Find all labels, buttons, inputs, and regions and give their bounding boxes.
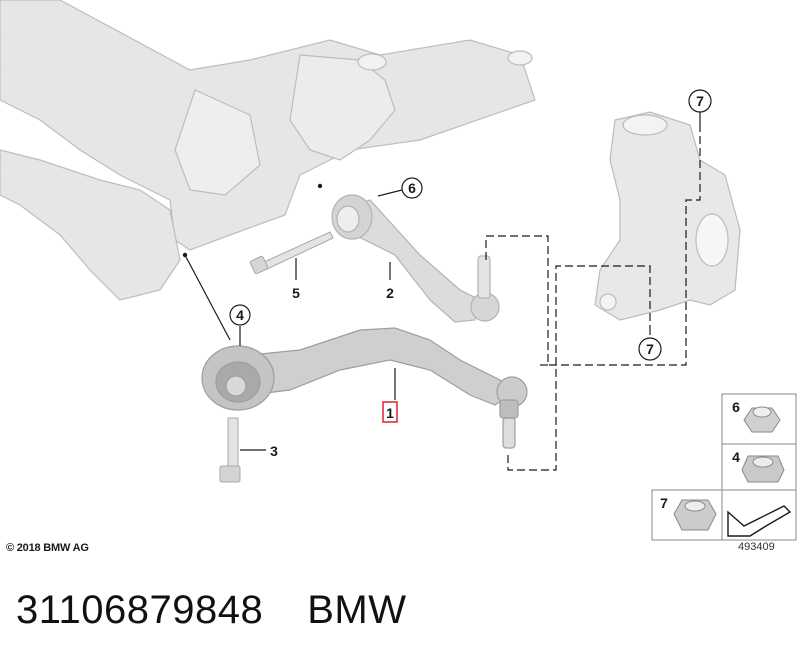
part-caption: 31106879848 BMW	[16, 588, 407, 633]
upper-control-arm	[331, 194, 500, 323]
direction-arrow-icon	[727, 505, 792, 537]
callout-3-label: 3	[270, 443, 278, 459]
dashed-connector	[485, 124, 701, 471]
diagram-id: 493409	[738, 541, 775, 553]
callout-7-top: 7	[688, 89, 712, 113]
callout-2-label: 2	[386, 285, 394, 301]
legend-4-label: 4	[732, 449, 740, 465]
steering-knuckle	[594, 111, 741, 321]
callout-7-mid: 7	[638, 337, 662, 361]
callout-4: 4	[229, 304, 251, 326]
callout-1-highlighted: 1	[382, 401, 398, 423]
pointer-dot	[182, 252, 188, 258]
legend-6-label: 6	[732, 399, 740, 415]
bolt-3	[219, 417, 241, 483]
callout-6: 6	[401, 177, 423, 199]
nut-7-icon	[673, 499, 717, 531]
leader-lines	[184, 112, 701, 451]
hardware-legend	[651, 393, 797, 541]
brand-name: BMW	[307, 588, 407, 632]
lower-control-arm	[201, 327, 528, 449]
callout-1-label: 1	[386, 405, 394, 421]
nut-4-icon	[741, 455, 785, 483]
subframe	[0, 0, 536, 301]
callout-5-label: 5	[292, 285, 300, 301]
nut-6-icon	[743, 407, 781, 433]
callout-6-label: 6	[408, 180, 416, 196]
callout-4-label: 4	[236, 307, 244, 323]
copyright-notice: © 2018 BMW AG	[6, 542, 89, 554]
callout-7-mid-label: 7	[646, 341, 654, 357]
legend-7-label: 7	[660, 495, 668, 511]
parts-diagram: 6 4 7 7 2 5 3 1 6 4 7	[0, 0, 797, 541]
part-number: 31106879848	[16, 588, 264, 632]
callout-7-top-label: 7	[696, 93, 704, 109]
bolt-5	[249, 231, 334, 275]
pointer-dot	[317, 183, 323, 189]
